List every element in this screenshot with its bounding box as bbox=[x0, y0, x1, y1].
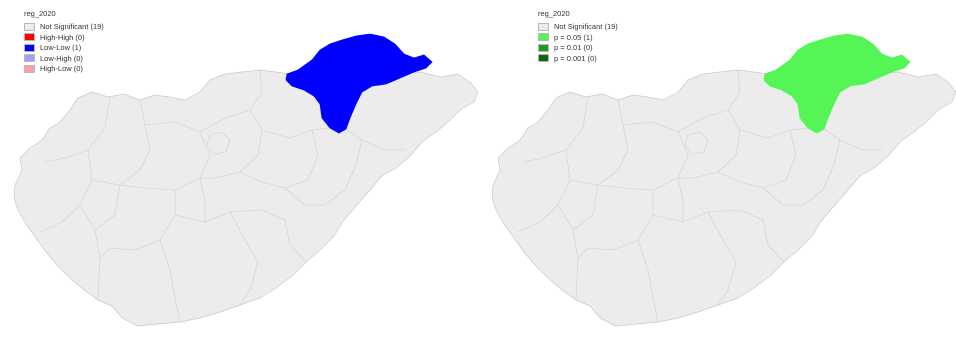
legend-label: Not Significant (19) bbox=[554, 22, 618, 31]
region-border bbox=[345, 128, 405, 151]
legend-item: Not Significant (19) bbox=[538, 22, 618, 33]
legend-item: p = 0.001 (0) bbox=[538, 53, 618, 64]
region-border bbox=[717, 129, 797, 189]
significance-legend: reg_2020 Not Significant (19)p = 0.05 (1… bbox=[538, 10, 618, 64]
region-border bbox=[284, 219, 307, 263]
region-border bbox=[597, 121, 689, 191]
legend-label: p = 0.05 (1) bbox=[554, 32, 593, 42]
legend-item: p = 0.05 (1) bbox=[538, 32, 618, 43]
legend-title: reg_2020 bbox=[24, 9, 56, 18]
region-border bbox=[94, 184, 121, 231]
region-border bbox=[284, 139, 363, 206]
region-border bbox=[229, 211, 259, 306]
region-border bbox=[79, 204, 101, 301]
region-border bbox=[119, 121, 211, 191]
legend-item: Low-Low (1) bbox=[24, 43, 104, 54]
legend-item: High-High (0) bbox=[24, 32, 104, 43]
highlighted-region bbox=[763, 33, 911, 134]
legend-swatch bbox=[24, 64, 35, 73]
region-border bbox=[206, 131, 231, 155]
lisa-cluster-map-panel: reg_2020 Not Significant (19)High-High (… bbox=[13, 10, 478, 327]
legend-title: reg_2020 bbox=[538, 9, 570, 18]
legend-item: Low-High (0) bbox=[24, 53, 104, 64]
region-border bbox=[762, 219, 785, 263]
legend-swatch bbox=[538, 43, 549, 52]
region-border bbox=[637, 239, 659, 323]
region-border bbox=[572, 184, 599, 231]
significance-map bbox=[491, 33, 956, 327]
legend-item: Not Significant (19) bbox=[24, 22, 104, 33]
legend-swatch bbox=[24, 43, 35, 52]
highlighted-region bbox=[285, 33, 433, 134]
region-border bbox=[199, 177, 206, 222]
legend-label: p = 0.001 (0) bbox=[554, 53, 597, 63]
region-border bbox=[239, 129, 319, 189]
region-border bbox=[823, 128, 883, 151]
legend-item: p = 0.01 (0) bbox=[538, 43, 618, 54]
region-border bbox=[200, 109, 263, 179]
legend-label: High-Low (0) bbox=[40, 64, 83, 73]
country-outline bbox=[491, 69, 956, 327]
legend-swatch bbox=[538, 33, 549, 42]
legend-swatch bbox=[538, 54, 549, 63]
cluster-legend: reg_2020 Not Significant (19)High-High (… bbox=[24, 10, 104, 74]
region-border bbox=[762, 139, 841, 206]
legend-label: p = 0.01 (0) bbox=[554, 43, 593, 52]
region-border bbox=[684, 131, 709, 155]
legend-label: High-High (0) bbox=[40, 32, 85, 42]
legend-label: Low-High (0) bbox=[40, 53, 83, 63]
country-outline bbox=[13, 69, 478, 327]
region-border bbox=[569, 99, 629, 186]
region-border bbox=[739, 127, 809, 139]
region-border bbox=[91, 99, 151, 186]
legend-swatch bbox=[24, 22, 35, 31]
region-border bbox=[159, 239, 181, 323]
region-border bbox=[707, 211, 737, 306]
region-border bbox=[99, 190, 176, 259]
legend-swatch bbox=[24, 33, 35, 42]
region-border bbox=[677, 177, 684, 222]
legend-item: High-Low (0) bbox=[24, 64, 104, 75]
region-border bbox=[678, 109, 741, 179]
region-border bbox=[261, 127, 331, 139]
legend-swatch bbox=[24, 54, 35, 63]
legend-label: Low-Low (1) bbox=[40, 43, 82, 52]
cluster-map bbox=[13, 33, 478, 327]
region-border bbox=[577, 190, 654, 259]
significance-map-panel: reg_2020 Not Significant (19)p = 0.05 (1… bbox=[478, 0, 956, 358]
legend-swatch bbox=[538, 22, 549, 31]
legend-label: Not Significant (19) bbox=[40, 22, 104, 31]
region-border bbox=[557, 204, 579, 301]
